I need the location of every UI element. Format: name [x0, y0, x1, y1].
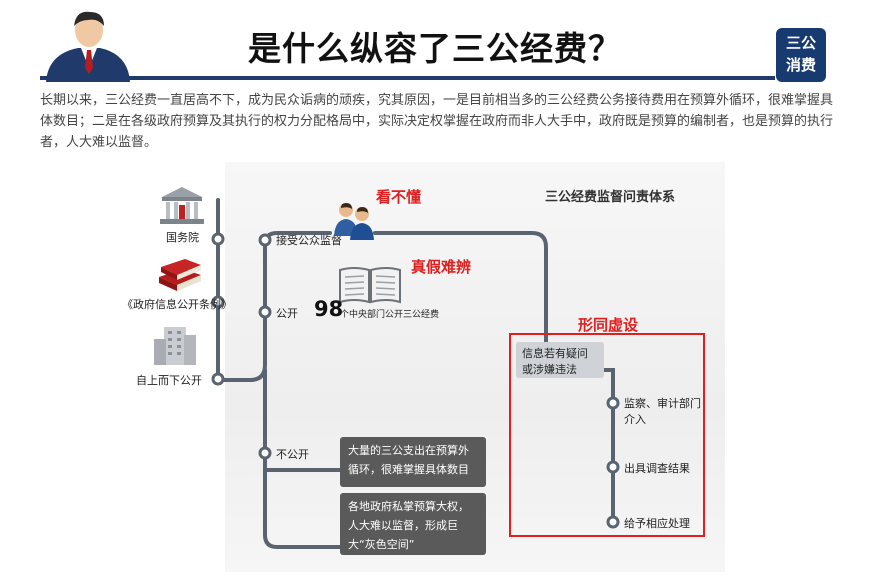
- node-top-down: [211, 372, 225, 386]
- title-underline: [40, 76, 775, 80]
- not-public-label: 不公开: [276, 448, 309, 461]
- businessman-figure: [38, 8, 138, 82]
- node-supervision: [258, 233, 272, 247]
- government-building-icon: [160, 187, 204, 224]
- badge-line-1: 三公: [785, 34, 816, 52]
- public-label: 公开: [276, 307, 298, 320]
- book-stack-icon: [159, 259, 201, 291]
- businessman-icon: [46, 11, 130, 82]
- node-step-1: [606, 396, 620, 410]
- people-icon: [334, 203, 374, 240]
- top-down-label: 自上而下公开: [136, 374, 202, 387]
- node-step-3: [606, 515, 620, 529]
- accountability-spine: [601, 368, 615, 524]
- topic-badge: 三公 消费: [776, 28, 826, 82]
- info-doubt-box: 信息若有疑问或涉嫌违法: [516, 342, 604, 378]
- node-public: [258, 305, 272, 319]
- node-step-2: [606, 460, 620, 474]
- regulation-book: [155, 255, 205, 293]
- hard-to-tell-label: 真假难辨: [411, 258, 472, 276]
- step-2-label: 出具调查结果: [624, 462, 690, 475]
- intro-paragraph: 长期以来，三公经费一直居高不下，成为民众诟病的顽疾，究其原因，一是目前相当多的三…: [40, 93, 834, 150]
- count-text: 个中央部门公开三公经费: [340, 310, 440, 320]
- branch-top: [216, 231, 332, 382]
- nominal-frame: [509, 333, 705, 537]
- regulation-label: 《政府信息公开条例》: [122, 298, 232, 311]
- node-regulation: [211, 295, 225, 309]
- system-title: 三公经费监督问责体系: [545, 190, 676, 205]
- state-council-building: [158, 185, 206, 225]
- cannot-understand-label: 看不懂: [376, 188, 422, 206]
- nominal-label: 形同虚设: [578, 316, 639, 334]
- office-building-icon: [154, 327, 196, 365]
- count-number: 98: [314, 297, 344, 321]
- step-3-label: 给予相应处理: [624, 517, 690, 530]
- step-1-label: 监察、审计部门介入: [624, 397, 701, 426]
- route-to-accountability: [373, 231, 548, 344]
- state-council-label: 国务院: [166, 231, 199, 244]
- public-people: [332, 200, 378, 240]
- supervision-label: 接受公众监督: [276, 234, 342, 247]
- badge-line-2: 消费: [785, 56, 816, 74]
- open-book-icon: [339, 267, 401, 304]
- office-building: [150, 325, 200, 367]
- not-public-box-2: 各地政府私掌预算大权，人大难以监督，形成巨大“灰色空间”: [340, 493, 486, 555]
- page-title: 是什么纵容了三公经费？: [248, 29, 622, 68]
- node-state-council: [211, 232, 225, 246]
- open-report: [338, 264, 402, 304]
- node-not-public: [258, 446, 272, 460]
- branch-bottom: [263, 368, 342, 549]
- not-public-box-1: 大量的三公支出在预算外循环，很难掌握具体数目: [340, 437, 486, 487]
